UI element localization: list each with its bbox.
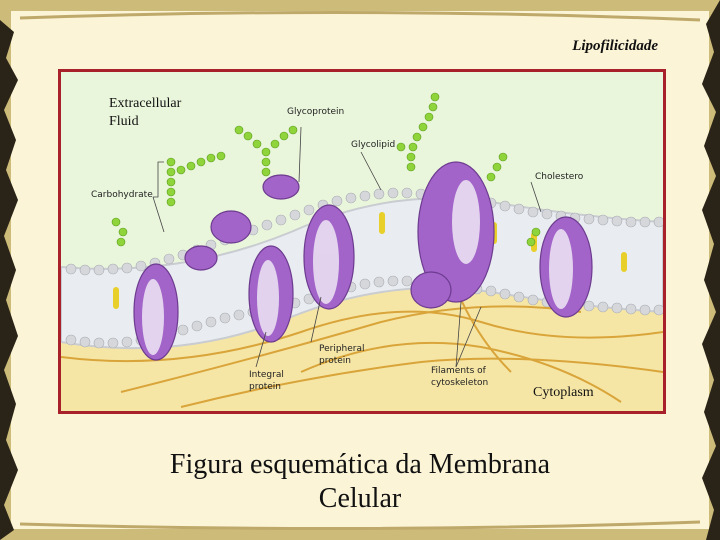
label-cholesterol: Cholestero bbox=[535, 172, 584, 182]
figure-caption: Figura esquemática da Membrana Celular bbox=[60, 448, 660, 516]
caption-line2: Celular bbox=[318, 483, 402, 514]
membrane-illustration bbox=[61, 92, 663, 411]
label-integral-line1: Integral bbox=[249, 370, 284, 380]
label-cytoplasm: Cytoplasm bbox=[533, 385, 594, 400]
label-peripheral-line2: protein bbox=[319, 356, 351, 366]
cytoskeleton-filaments bbox=[61, 241, 663, 408]
label-peripheral-line1: Peripheral bbox=[319, 344, 365, 354]
label-extracellular-line1: Extracellular bbox=[109, 96, 182, 111]
carbohydrate-chains bbox=[111, 92, 541, 247]
label-integral-line2: protein bbox=[249, 382, 281, 392]
label-filaments-line1: Filaments of bbox=[431, 366, 486, 376]
label-filaments-line2: cytoskeleton bbox=[431, 378, 489, 388]
label-glycoprotein: Glycoprotein bbox=[287, 107, 345, 117]
label-carbohydrate: Carbohydrate bbox=[91, 190, 153, 200]
label-glycolipid: Glycolipid bbox=[351, 140, 396, 150]
label-extracellular-line2: Fluid bbox=[109, 114, 139, 129]
slide-header-title: Lipofilicidade bbox=[572, 38, 658, 54]
caption-line1: Figura esquemática da Membrana bbox=[169, 449, 551, 480]
membrane-diagram: Extracellular Fluid Glycoprotein Glycoli… bbox=[58, 69, 666, 414]
